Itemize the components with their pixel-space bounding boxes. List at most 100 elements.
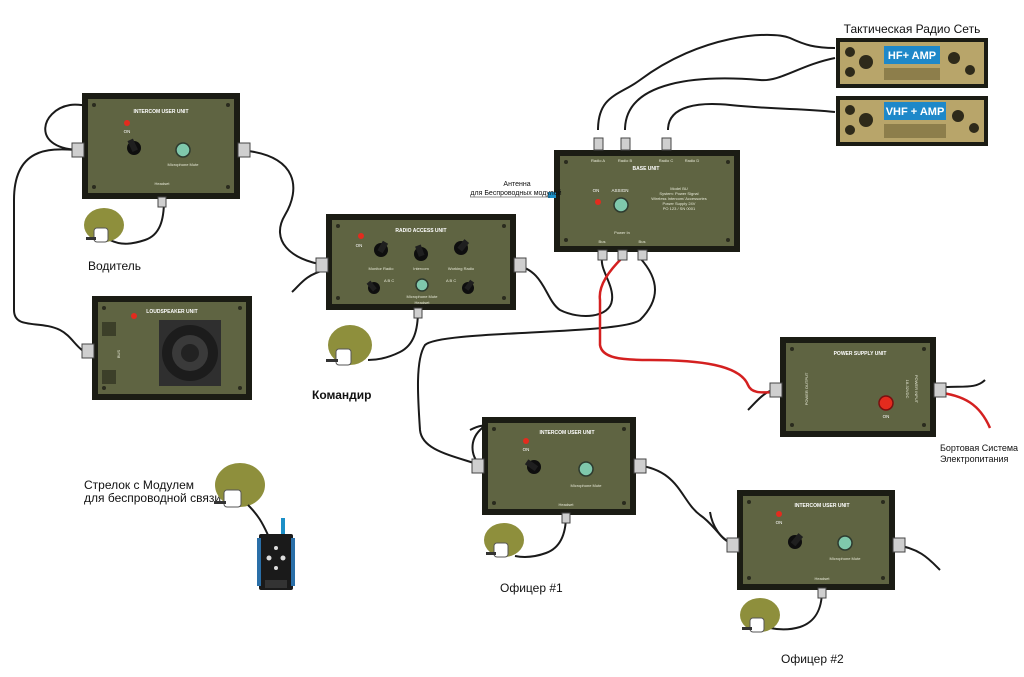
- mute-button[interactable]: [175, 142, 191, 158]
- cable-gunner-to-module: [247, 504, 269, 536]
- monitor-radio-label: Monitor Radio: [369, 266, 395, 271]
- bus-connector-left[interactable]: [71, 142, 85, 158]
- bus-connector-left[interactable]: [726, 537, 740, 553]
- unit-panel: [488, 423, 630, 509]
- screw: [92, 185, 96, 189]
- radio-b-connector[interactable]: [620, 137, 631, 151]
- radio-knob: [965, 65, 975, 75]
- input-connector[interactable]: [933, 382, 947, 398]
- power-led: [358, 233, 364, 239]
- radio-a-connector[interactable]: [593, 137, 604, 151]
- volume-knob[interactable]: [127, 138, 141, 155]
- screw: [226, 103, 230, 107]
- module-button[interactable]: [274, 546, 278, 550]
- bus-connector-left[interactable]: [471, 458, 485, 474]
- module-button[interactable]: [274, 566, 278, 570]
- screw: [102, 306, 106, 310]
- power-in-connector[interactable]: [617, 249, 628, 261]
- mute-button[interactable]: [837, 535, 853, 551]
- headset-connector[interactable]: [413, 307, 423, 319]
- caption-officer2: Офицер #2: [781, 652, 844, 666]
- on-label: ON: [356, 243, 363, 248]
- bus-connector-right[interactable]: [892, 537, 906, 553]
- vhf-label: VHF + AMP: [886, 106, 945, 118]
- bus1-connector[interactable]: [597, 249, 608, 261]
- headset-connector[interactable]: [157, 196, 167, 208]
- unit-panel: [743, 496, 889, 584]
- power-led: [131, 313, 137, 319]
- module-antenna: [281, 518, 285, 536]
- working-radio-knob[interactable]: [454, 239, 470, 255]
- cable-radio-a: [597, 33, 836, 131]
- bus2-connector[interactable]: [637, 249, 648, 261]
- unit-title: INTERCOM USER UNIT: [540, 430, 595, 436]
- volume-knob[interactable]: [524, 459, 541, 474]
- screw: [747, 576, 751, 580]
- module-button[interactable]: [280, 555, 286, 561]
- headset-connector[interactable]: [561, 512, 571, 524]
- helmet-mic: [86, 237, 96, 240]
- radio-knob: [859, 55, 873, 69]
- radio-b-label: Radio B: [618, 158, 633, 163]
- hf-display: [884, 46, 940, 64]
- intercom-unit-officer2: INTERCOM USER UNIT ON Microphone Mute He…: [725, 490, 907, 599]
- side-bracket: [102, 322, 116, 336]
- module-button[interactable]: [266, 555, 272, 561]
- power-led: [523, 438, 529, 444]
- assign-button[interactable]: [613, 197, 629, 213]
- info-line: System: Power Signal: [659, 191, 698, 196]
- module-side: [257, 538, 261, 586]
- info-block: Model BU System: Power Signal Wireless I…: [651, 186, 707, 211]
- screw: [881, 576, 885, 580]
- on-label: ON: [883, 414, 890, 419]
- radio-a-label: Radio A: [591, 158, 605, 163]
- bus-connector-left[interactable]: [315, 257, 329, 273]
- cable-officer1-to-officer2: [635, 464, 736, 546]
- volume-knob[interactable]: [788, 533, 804, 549]
- antenna-label-line1: Антенна: [503, 181, 530, 188]
- bus-connector-right[interactable]: [633, 458, 647, 474]
- working-abc-knob[interactable]: [462, 279, 475, 294]
- cable-driver-to-radio-access: [239, 149, 326, 266]
- screw: [502, 296, 506, 300]
- mute-button[interactable]: [415, 278, 429, 292]
- unit-title: RADIO ACCESS UNIT: [395, 228, 446, 234]
- monitor-radio-knob[interactable]: [374, 240, 389, 257]
- module-clip: [265, 580, 287, 588]
- unit-panel: [786, 343, 930, 431]
- bus2-label: Bus: [639, 239, 646, 244]
- screw: [922, 423, 926, 427]
- power-switch[interactable]: [878, 395, 894, 411]
- wireless-module[interactable]: [257, 518, 295, 590]
- working-radio-label: Working Radio: [448, 266, 475, 271]
- mute-button[interactable]: [578, 461, 594, 477]
- radio-knob: [859, 113, 873, 127]
- intercom-knob[interactable]: [414, 244, 428, 261]
- unit-title: LOUDSPEAKER UNIT: [146, 309, 197, 315]
- antenna-port[interactable]: [548, 192, 556, 198]
- output-connector[interactable]: [769, 382, 783, 398]
- headset-connector[interactable]: [817, 587, 827, 599]
- cable-driver-headset: [109, 199, 165, 245]
- bus-connector[interactable]: [81, 343, 95, 359]
- screw: [336, 296, 340, 300]
- monitor-abc-knob[interactable]: [366, 280, 380, 294]
- caption-driver: Водитель: [88, 259, 141, 273]
- info-line: Model BU: [670, 186, 688, 191]
- cable-ra-to-base-bus: [514, 257, 614, 317]
- helmet-officer2: [740, 598, 780, 633]
- radio-c-connector[interactable]: [661, 137, 672, 151]
- headset-label: Headset: [155, 181, 171, 186]
- unit-title: INTERCOM USER UNIT: [134, 109, 189, 115]
- side-bracket: [102, 370, 116, 384]
- radio-knob: [845, 67, 855, 77]
- power-in-label: Power In: [614, 230, 630, 235]
- screw: [564, 160, 568, 164]
- bus-connector-right[interactable]: [237, 142, 251, 158]
- voltage-label: 18-32VDC: [905, 380, 910, 399]
- unit-panel: [88, 99, 234, 193]
- unit-title: INTERCOM USER UNIT: [795, 503, 850, 509]
- bus-connector-right[interactable]: [513, 257, 527, 273]
- caption-power-line2: Электропитания: [940, 454, 1009, 464]
